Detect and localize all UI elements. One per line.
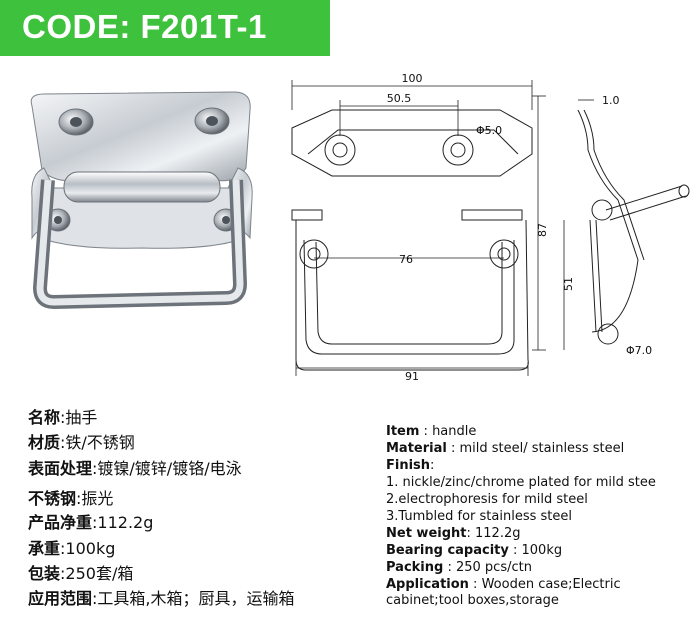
dim-hole-spacing-bottom: 76 <box>399 253 413 266</box>
dim-lower-height: 51 <box>562 277 575 291</box>
spec-cn-row: 承重:100kg <box>28 539 116 558</box>
code-banner: CODE: F201T-1 <box>0 0 330 56</box>
spec-en-row: Finish: <box>386 458 435 473</box>
spec-cn-row: 不锈钢:振光 <box>28 489 114 508</box>
spec-en-row: Net weight: 112.2g <box>386 526 521 541</box>
spec-en-row: 1. nickle/zinc/chrome plated for mild st… <box>386 475 656 490</box>
spec-cn-row: 材质:铁/不锈钢 <box>28 433 135 452</box>
spec-en-row: Application : Wooden case;Electric <box>386 577 621 592</box>
dim-height: 87 <box>536 223 549 237</box>
spec-en-row: 2.electrophoresis for mild steel <box>386 492 588 507</box>
technical-drawing: 100 50.5 Φ5.0 76 91 1.0 87 51 Φ7.0 <box>291 72 690 380</box>
spec-en-row: Material : mild steel/ stainless steel <box>386 441 625 456</box>
dim-overall-width: 100 <box>402 72 423 85</box>
dim-bar-dia: Φ7.0 <box>626 344 652 357</box>
spec-en-row: Item : handle <box>386 424 477 439</box>
dim-hole-spacing-top: 50.5 <box>387 92 412 105</box>
dim-thickness: 1.0 <box>602 94 620 107</box>
spec-en-row: cabinet;tool boxes,storage <box>386 593 559 608</box>
dim-hole-dia: Φ5.0 <box>476 124 502 137</box>
product-code: CODE: F201T-1 <box>22 8 267 45</box>
spec-cn-row: 名称:抽手 <box>28 408 98 427</box>
spec-en-row: Bearing capacity : 100kg <box>386 543 563 558</box>
spec-en-row: 3.Tumbled for stainless steel <box>386 509 572 524</box>
spec-cn-row: 表面处理:镀镍/镀锌/镀铬/电泳 <box>28 459 242 478</box>
product-photo <box>30 91 253 309</box>
spec-cn-row: 包装:250套/箱 <box>28 564 134 583</box>
spec-cn-row: 产品净重:112.2g <box>28 513 154 532</box>
spec-en-row: Packing : 250 pcs/ctn <box>386 560 532 575</box>
dim-handle-width: 91 <box>405 370 419 380</box>
spec-cn-row: 应用范围:工具箱,木箱；厨具，运输箱 <box>28 589 295 608</box>
